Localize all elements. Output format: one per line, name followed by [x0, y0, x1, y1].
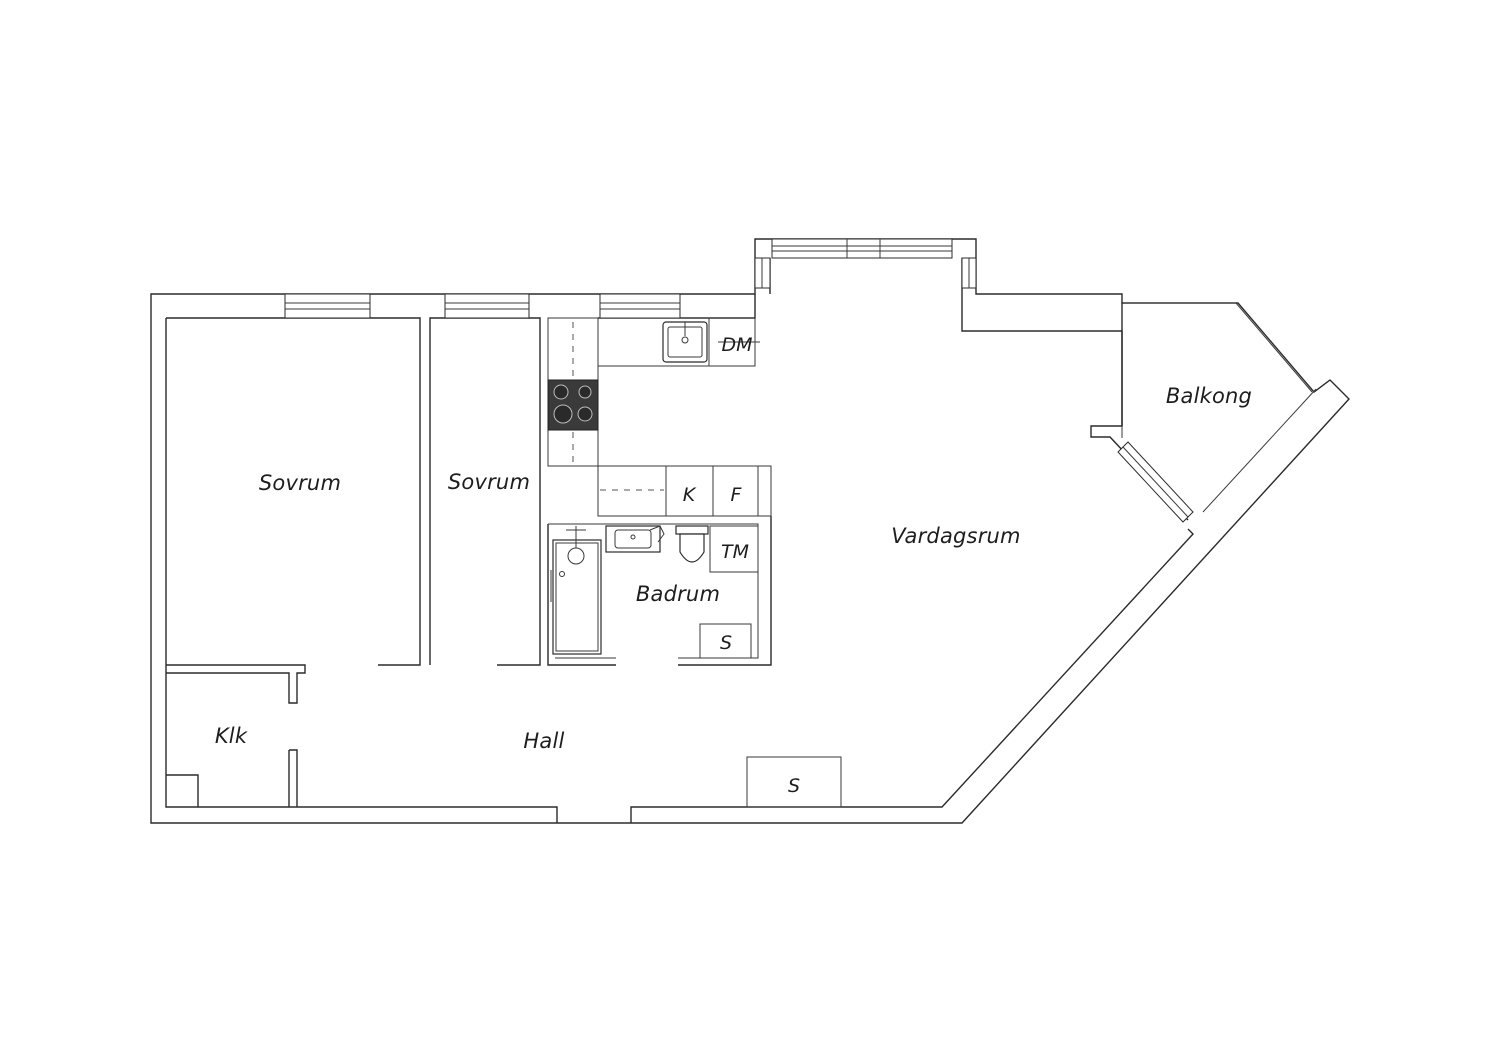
label-k: K — [683, 484, 697, 506]
label-f: F — [731, 484, 743, 506]
shower — [552, 539, 602, 655]
label-hall: Hall — [523, 729, 564, 753]
outer-walls — [150, 238, 1350, 824]
fixture-labels: DM K F TM S S — [683, 334, 800, 797]
label-s-bath: S — [720, 632, 732, 654]
label-balkong: Balkong — [1166, 384, 1252, 408]
window-bay-top — [771, 238, 953, 259]
window-sovrum-2 — [444, 293, 530, 319]
room-labels: Sovrum Sovrum Vardagsrum Balkong Badrum … — [215, 384, 1252, 753]
toilet-tank — [675, 525, 709, 535]
toilet-bowl — [679, 533, 705, 563]
label-badrum: Badrum — [636, 582, 720, 606]
window-sovrum-1 — [284, 293, 371, 319]
bath-closet — [699, 623, 752, 659]
label-sovrum-2: Sovrum — [448, 470, 530, 494]
hall — [166, 664, 842, 808]
washing-machine — [709, 525, 759, 573]
label-sovrum-1: Sovrum — [259, 471, 341, 495]
hall-closet — [746, 756, 842, 808]
window-kitchen — [599, 293, 681, 319]
label-vardagsrum: Vardagsrum — [891, 524, 1020, 548]
label-dm: DM — [721, 334, 752, 356]
bathroom — [547, 516, 772, 666]
label-klk: Klk — [215, 724, 248, 748]
label-s-hall: S — [788, 775, 800, 797]
windows — [284, 238, 1194, 523]
label-tm: TM — [721, 541, 749, 563]
